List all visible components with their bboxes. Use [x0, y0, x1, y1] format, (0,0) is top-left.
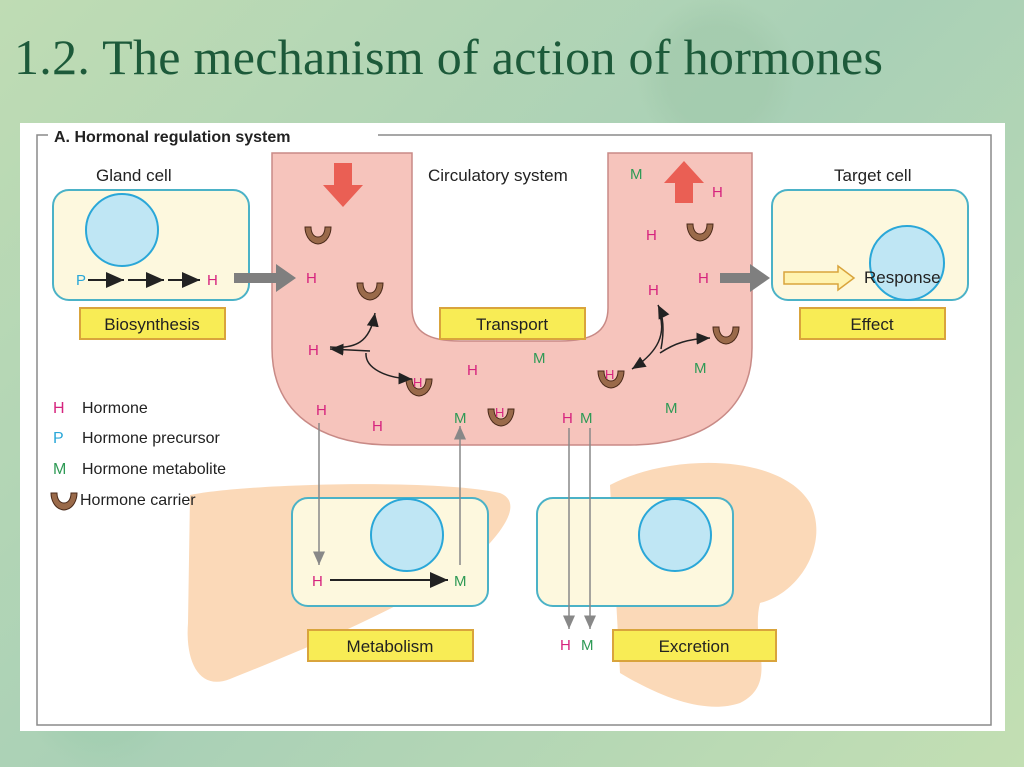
metabolite-symbol: M: [454, 573, 467, 590]
blood-vessel: [271, 152, 753, 446]
section-title: A. Hormonal regulation system: [54, 129, 291, 146]
hormone-symbol: H: [316, 402, 327, 419]
gland-nucleus: [85, 193, 159, 267]
hormone-symbol: H: [648, 282, 659, 299]
binding-arrow: [365, 352, 413, 385]
hormone-symbol: H: [308, 342, 319, 359]
legend-symbol: P: [53, 430, 64, 447]
effect-label: Effect: [850, 315, 893, 334]
hormone-symbol: H: [712, 184, 723, 201]
hormone-symbol: H: [207, 272, 218, 289]
flow-down-arrow: [323, 163, 363, 207]
diagram-panel: A. Hormonal regulation system Gland cell…: [20, 123, 1005, 731]
precursor-symbol: P: [76, 272, 86, 289]
frame: [36, 134, 992, 726]
circulatory-system-label: Circulatory system: [428, 166, 568, 185]
metabolite-symbol: M: [580, 410, 593, 427]
hormone-symbol: H: [562, 410, 573, 427]
response-arrow: [783, 264, 856, 292]
hormone-regulation-diagram: A. Hormonal regulation system Gland cell…: [36, 127, 992, 726]
legend-hormone: Hormone: [82, 400, 148, 417]
uptake-arrow: [720, 264, 770, 292]
hormone-symbol: H: [698, 270, 709, 287]
flow-up-arrow: [664, 161, 704, 203]
legend-precursor: Hormone precursor: [82, 430, 221, 447]
binding-arrow: [657, 304, 670, 350]
hormone-symbol: H: [560, 637, 571, 654]
gland-cell-label: Gland cell: [96, 166, 172, 185]
target-nucleus: [869, 225, 945, 301]
secretion-arrow: [234, 264, 296, 292]
biosynthesis-box: [79, 307, 226, 340]
metabolite-symbol: M: [533, 350, 546, 367]
biosynthesis-label: Biosynthesis: [104, 315, 199, 334]
hormone-symbol: H: [413, 375, 422, 390]
metabolite-symbol: M: [694, 360, 707, 377]
excretion-box: [612, 629, 777, 662]
legend-symbol: M: [53, 461, 66, 478]
transport-label: Transport: [476, 315, 548, 334]
hormone-symbol: H: [646, 227, 657, 244]
metabolite-symbol: M: [581, 637, 594, 654]
metabolite-symbol: M: [454, 410, 467, 427]
hormone-symbol: H: [605, 367, 614, 382]
target-cell-label: Target cell: [834, 166, 911, 185]
excretion-label: Excretion: [659, 637, 730, 656]
carrier-legend-icon: [50, 492, 78, 511]
hormone-symbol: H: [312, 573, 323, 590]
legend-carrier: Hormone carrier: [80, 492, 196, 509]
metabolism-box: [307, 629, 474, 662]
binding-arrow: [631, 314, 663, 370]
legend-symbol: H: [53, 400, 65, 417]
metabolism-label: Metabolism: [347, 637, 434, 656]
response-label: Response: [864, 268, 941, 287]
metabolite-symbol: M: [630, 166, 643, 183]
hormone-symbol: H: [306, 270, 317, 287]
slide-title: 1.2. The mechanism of action of hormones: [14, 29, 884, 85]
binding-arrow: [659, 332, 711, 354]
hormone-symbol: H: [372, 418, 383, 435]
hormone-symbol: H: [495, 405, 504, 420]
liver-nucleus: [370, 498, 444, 572]
legend-metabolite: Hormone metabolite: [82, 461, 226, 478]
effect-box: [799, 307, 946, 340]
metabolite-symbol: M: [665, 400, 678, 417]
binding-arrow: [329, 343, 371, 356]
kidney-nucleus: [638, 498, 712, 572]
hormone-symbol: H: [467, 362, 478, 379]
transport-box: [439, 307, 586, 340]
